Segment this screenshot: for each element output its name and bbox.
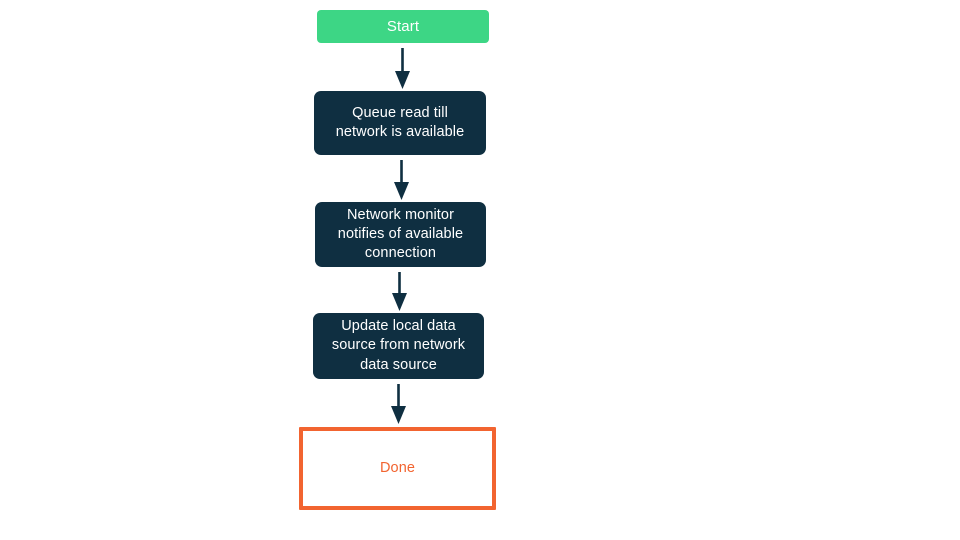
- flowchart-node-done[interactable]: Done: [299, 427, 496, 510]
- node-label-network-monitor: Network monitor notifies of available co…: [337, 206, 464, 262]
- node-label-update-local-data-source: Update local data source from network da…: [331, 318, 466, 373]
- flowchart-node-queue-read[interactable]: Queue read till network is available: [314, 91, 486, 155]
- flowchart-node-network-monitor[interactable]: Network monitor notifies of available co…: [315, 202, 486, 267]
- flowchart-node-start[interactable]: Start: [317, 10, 489, 43]
- node-label-done: Done: [379, 459, 416, 476]
- arrow-start-to-queue-read: [394, 48, 410, 89]
- arrow-update-local-data-source-to-done: [390, 384, 406, 424]
- flowchart-node-update-local-data-source[interactable]: Update local data source from network da…: [313, 313, 484, 379]
- arrow-queue-read-to-network-monitor: [393, 160, 409, 200]
- node-label-start: Start: [386, 17, 420, 35]
- arrow-network-monitor-to-update-local-data-source: [391, 272, 407, 311]
- node-label-queue-read: Queue read till network is available: [335, 104, 465, 140]
